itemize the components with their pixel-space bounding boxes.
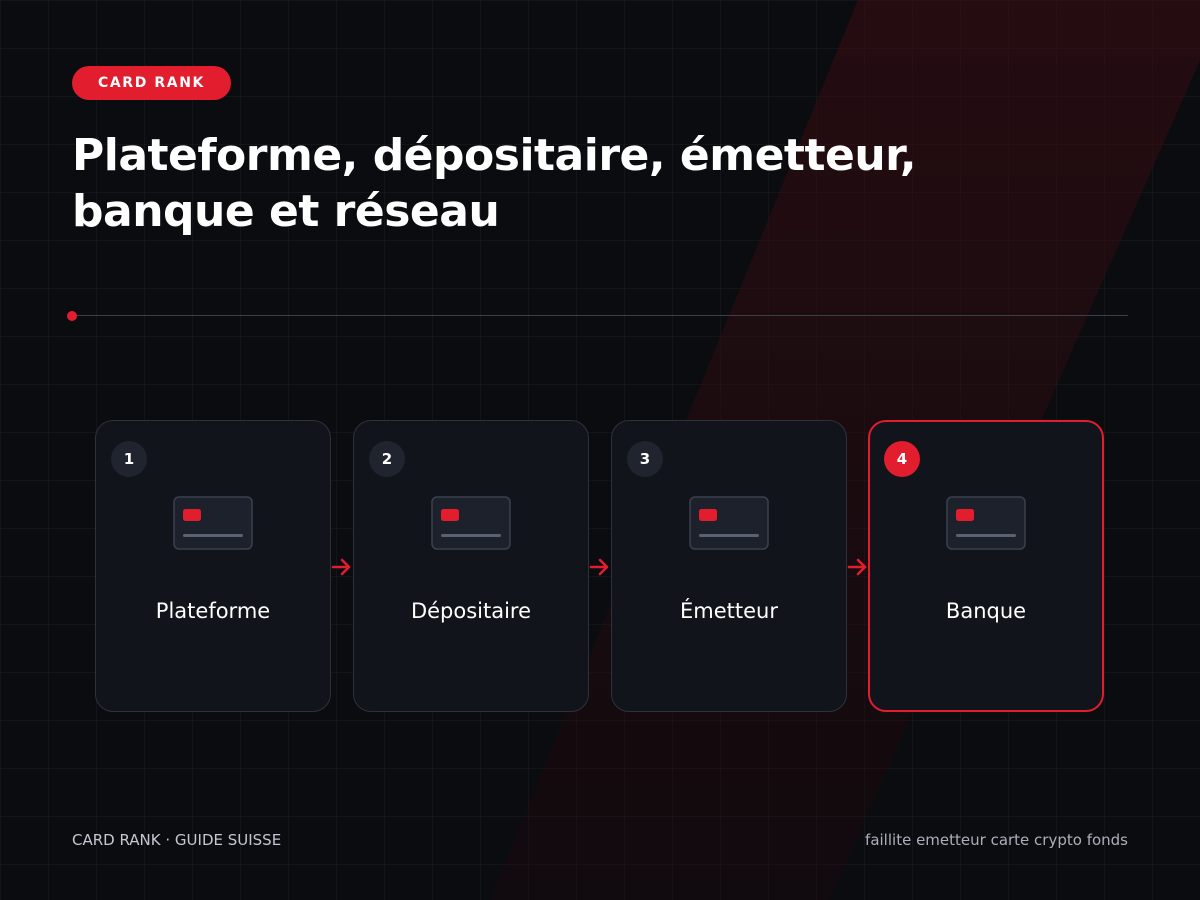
step-card-depositaire: 2 Dépositaire — [353, 420, 589, 712]
footer-keywords: faillite emetteur carte crypto fonds — [865, 831, 1128, 849]
step-label: Plateforme — [155, 599, 271, 623]
step-number-badge: 4 — [884, 441, 920, 477]
step-card-plateforme: 1 Plateforme — [95, 420, 331, 712]
step-number-badge: 2 — [369, 441, 405, 477]
page-title: Plateforme, dépositaire, émetteur, banqu… — [72, 128, 972, 240]
category-badge: CARD RANK — [72, 66, 231, 100]
arrow-right-icon — [331, 558, 351, 576]
arrow-right-icon — [589, 558, 609, 576]
step-label: Banque — [945, 599, 1027, 623]
credit-card-icon — [173, 496, 253, 550]
divider-line — [72, 315, 1128, 316]
step-card-banque: 4 Banque — [868, 420, 1104, 712]
step-card-emetteur: 3 Émetteur — [611, 420, 847, 712]
step-number-badge: 3 — [627, 441, 663, 477]
footer-brand: CARD RANK · GUIDE SUISSE — [72, 831, 282, 849]
step-label: Dépositaire — [410, 599, 532, 623]
page-title-line-1: Plateforme, dépositaire, émetteur, — [72, 130, 917, 181]
step-label: Émetteur — [680, 599, 778, 623]
arrow-right-icon — [847, 558, 867, 576]
page-title-line-2: banque et réseau — [72, 186, 500, 237]
credit-card-icon — [689, 496, 769, 550]
credit-card-icon — [946, 496, 1026, 550]
credit-card-icon — [431, 496, 511, 550]
step-number-badge: 1 — [111, 441, 147, 477]
divider-dot — [67, 311, 77, 321]
